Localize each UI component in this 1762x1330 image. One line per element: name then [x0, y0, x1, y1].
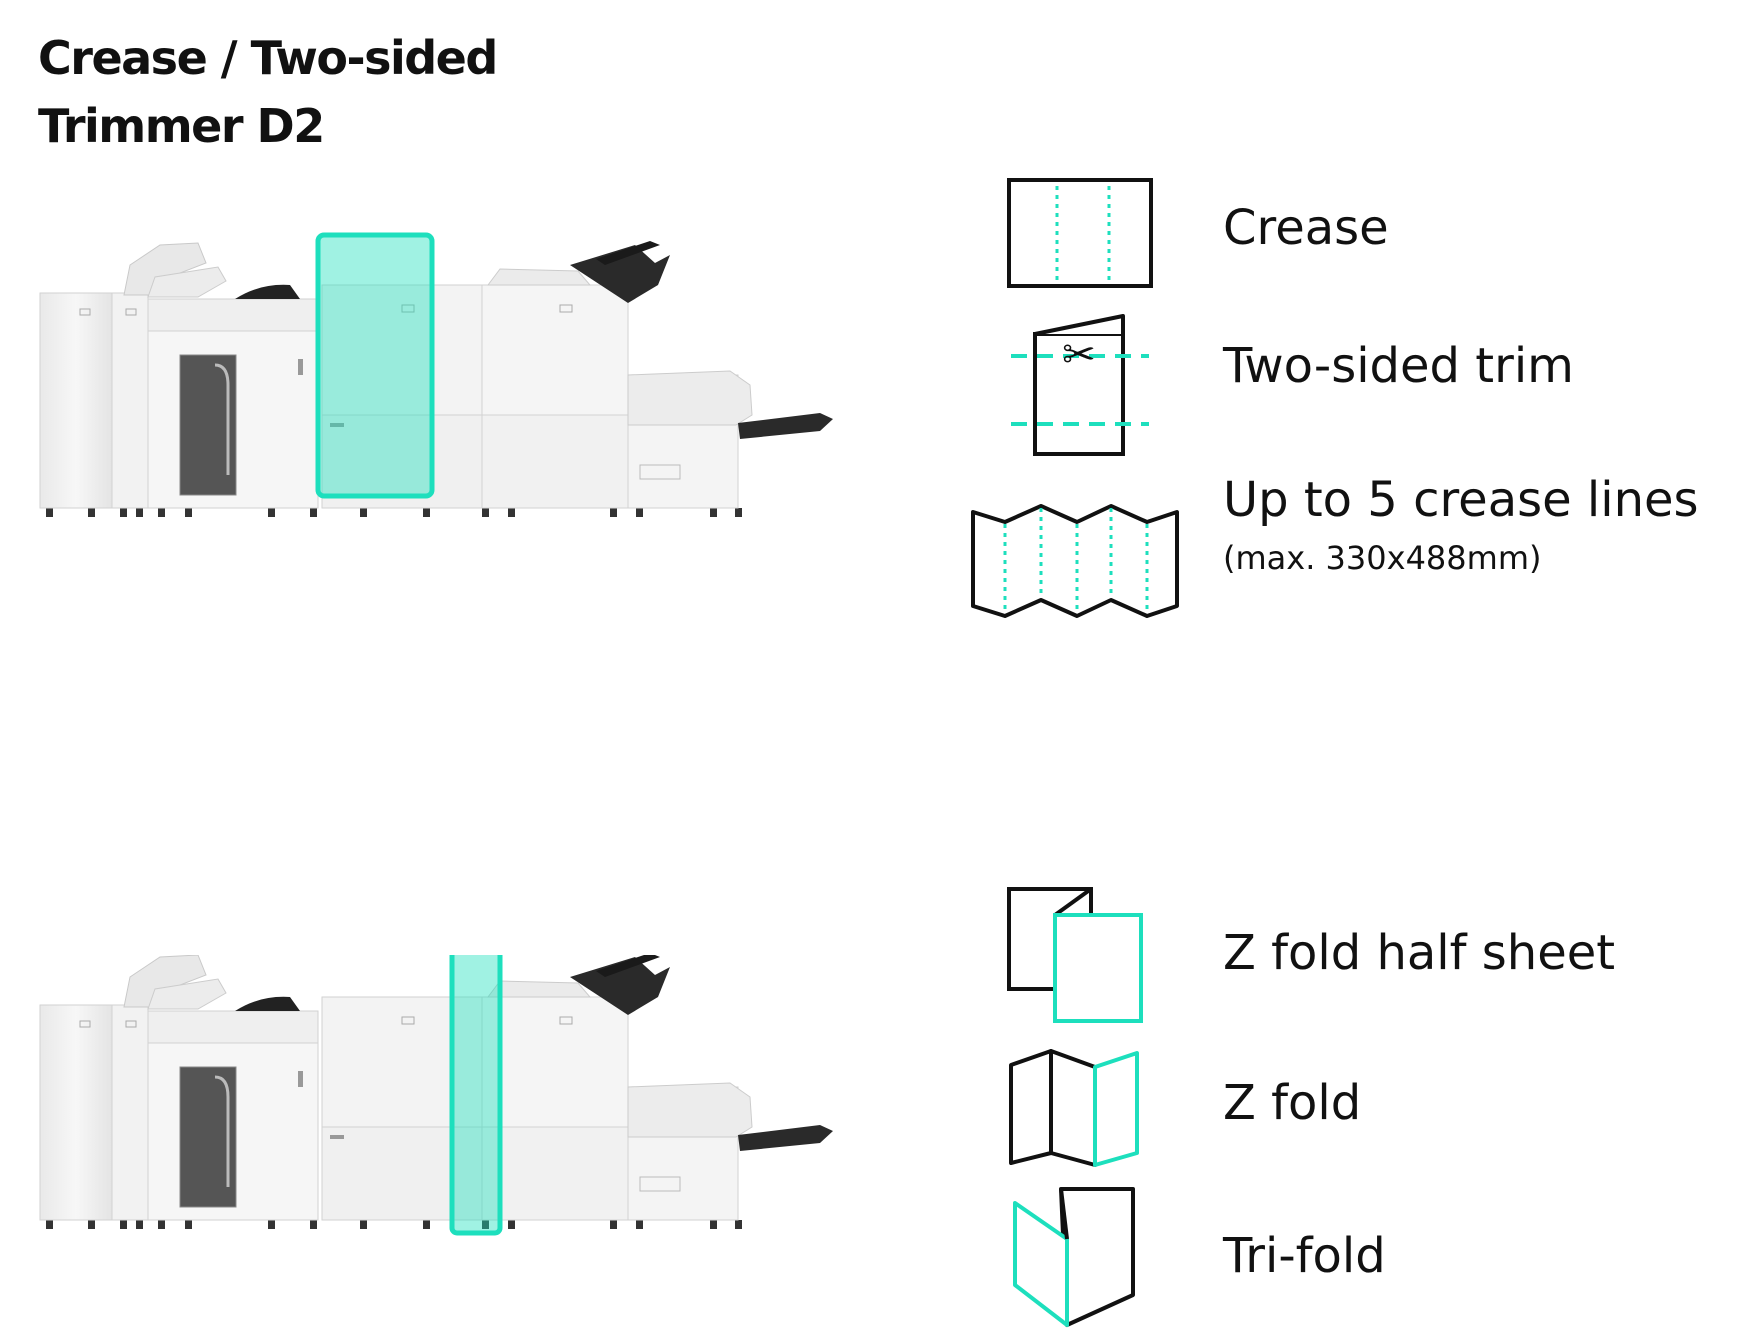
feature-label-z-fold-half-sheet: Z fold half sheet	[1223, 925, 1616, 981]
title-line-2: Trimmer D2	[38, 99, 325, 153]
feature-label-two-sided-trim: Two-sided trim	[1223, 338, 1574, 394]
finisher-line-folder-highlight	[39, 955, 833, 1236]
scissors-trim-icon: ✂	[1011, 314, 1149, 456]
page-title: Crease / Two-sided Trimmer D2	[38, 24, 498, 160]
feature-label-z-fold: Z fold	[1223, 1075, 1362, 1131]
finisher-line-crease-trimmer-highlight	[39, 232, 833, 517]
svg-text:✂: ✂	[1062, 332, 1096, 378]
feature-label-up-to-5-crease-lines: Up to 5 crease lines	[1223, 472, 1699, 528]
feature-sublabel-max-size: (max. 330x488mm)	[1223, 539, 1542, 577]
feature-label-tri-fold: Tri-fold	[1223, 1228, 1386, 1284]
z-fold-half-sheet-icon	[1007, 887, 1143, 1023]
multi-crease-icon	[971, 504, 1179, 618]
title-line-1: Crease / Two-sided	[38, 31, 498, 85]
crease-icon	[1007, 178, 1153, 288]
tri-fold-icon	[1013, 1187, 1135, 1327]
feature-label-crease: Crease	[1223, 200, 1389, 256]
z-fold-icon	[1009, 1049, 1139, 1167]
